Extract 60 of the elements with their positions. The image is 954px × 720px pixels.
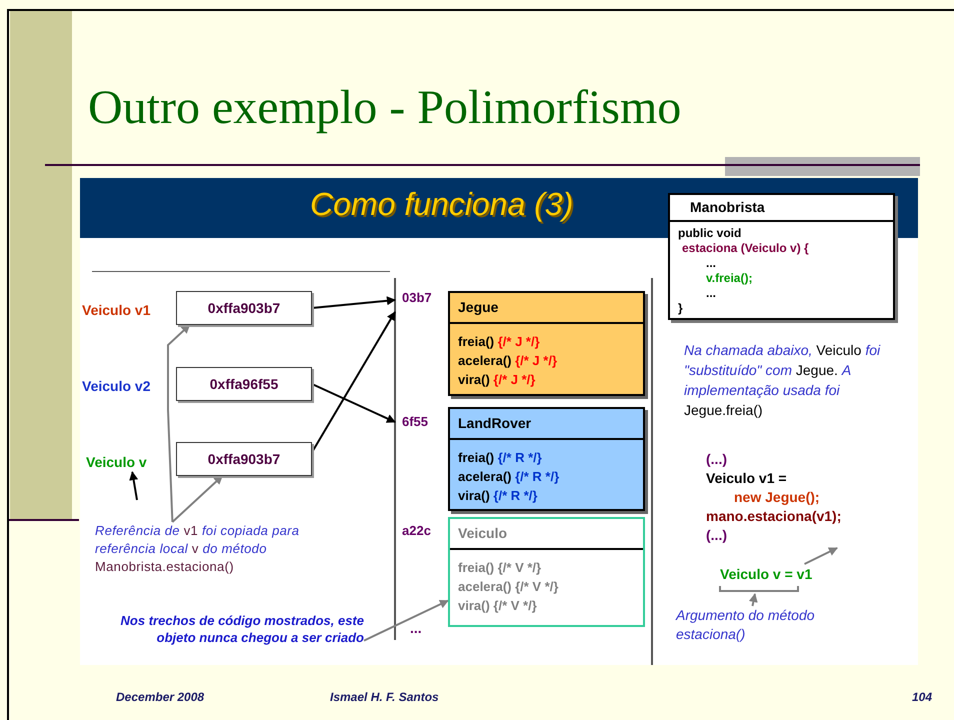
slide-title: Outro exemplo - Polimorfismo <box>88 80 682 136</box>
method-text: freia() {/* J */} <box>458 333 541 351</box>
variable-name: Veiculo v2 <box>82 377 152 396</box>
code-line: ... <box>705 286 718 301</box>
method-text: acelera() {/* R */} <box>458 468 560 486</box>
class-box <box>448 517 645 627</box>
code-line: (...) <box>706 450 728 469</box>
variable-name: Veiculo v <box>86 453 148 472</box>
code-line: estaciona (Veiculo v) { <box>681 241 810 256</box>
method-text: acelera() {/* J */} <box>458 352 558 370</box>
code-line: } <box>678 301 684 316</box>
reference-value: 0xffa903b7 <box>208 298 280 318</box>
reference-box <box>176 367 312 401</box>
arrow <box>364 600 449 642</box>
method-text: freia() {/* V */} <box>458 559 542 577</box>
page-number: 104 <box>912 689 932 706</box>
banner-title: Como funciona (3) <box>310 185 574 224</box>
ellipsis: ... <box>410 619 422 638</box>
arrow <box>311 311 396 453</box>
code-line: ... <box>705 256 718 271</box>
method-text: vira() {/* J */} <box>458 371 536 389</box>
class-box <box>448 407 645 511</box>
note-text: Argumento do método estaciona() <box>676 606 816 644</box>
arrow <box>129 471 138 500</box>
variable-name: Veiculo v1 <box>82 301 152 320</box>
footer-author: Ismael H. F. Santos <box>330 689 439 706</box>
assignment-text: Veiculo v = v1 <box>719 565 814 584</box>
code-line: public void <box>678 226 742 241</box>
arrow <box>804 547 838 565</box>
method-text: vira() {/* R */} <box>458 487 538 505</box>
memory-address: 6f55 <box>401 413 430 431</box>
arrow <box>167 324 190 522</box>
code-line: new Jegue(); <box>733 488 821 507</box>
arrow <box>748 593 758 606</box>
memory-address: 03b7 <box>401 289 433 307</box>
method-text: freia() {/* R */} <box>458 449 543 467</box>
note-text: Nos trechos de código mostrados, este objeto nunca chegou a ser criado <box>120 612 364 646</box>
class-name: Jegue <box>450 293 643 324</box>
arrow <box>312 296 396 309</box>
code-line: v.freia(); <box>705 271 754 286</box>
note-text: Referência de v1 foi copiada para referência local v do método Manobrista.estaciona() <box>95 522 300 576</box>
class-box <box>668 193 895 320</box>
method-text: acelera() {/* V */} <box>458 578 560 596</box>
footer-date: December 2008 <box>116 689 204 706</box>
method-text: vira() {/* V */} <box>458 597 538 615</box>
code-line: mano.estaciona(v1); <box>706 507 842 526</box>
arrow <box>312 383 396 423</box>
reference-value: 0xffa96f55 <box>210 374 278 394</box>
reference-value: 0xffa903b7 <box>208 450 280 468</box>
class-name: Manobrista <box>670 195 893 222</box>
code-line: Veiculo v1 = <box>706 469 788 488</box>
class-box <box>448 291 645 396</box>
memory-address: a22c <box>402 522 431 540</box>
note-text: Na chamada abaixo, Veiculo foi "substituído" com Jegue. A implementação usada foi Jegue.freia() <box>684 341 882 420</box>
arrow <box>172 475 223 523</box>
class-name: Veiculo <box>450 519 643 550</box>
reference-box <box>176 291 312 325</box>
code-line: (...) <box>706 526 728 545</box>
class-name: LandRover <box>450 409 643 440</box>
reference-box <box>176 442 312 476</box>
